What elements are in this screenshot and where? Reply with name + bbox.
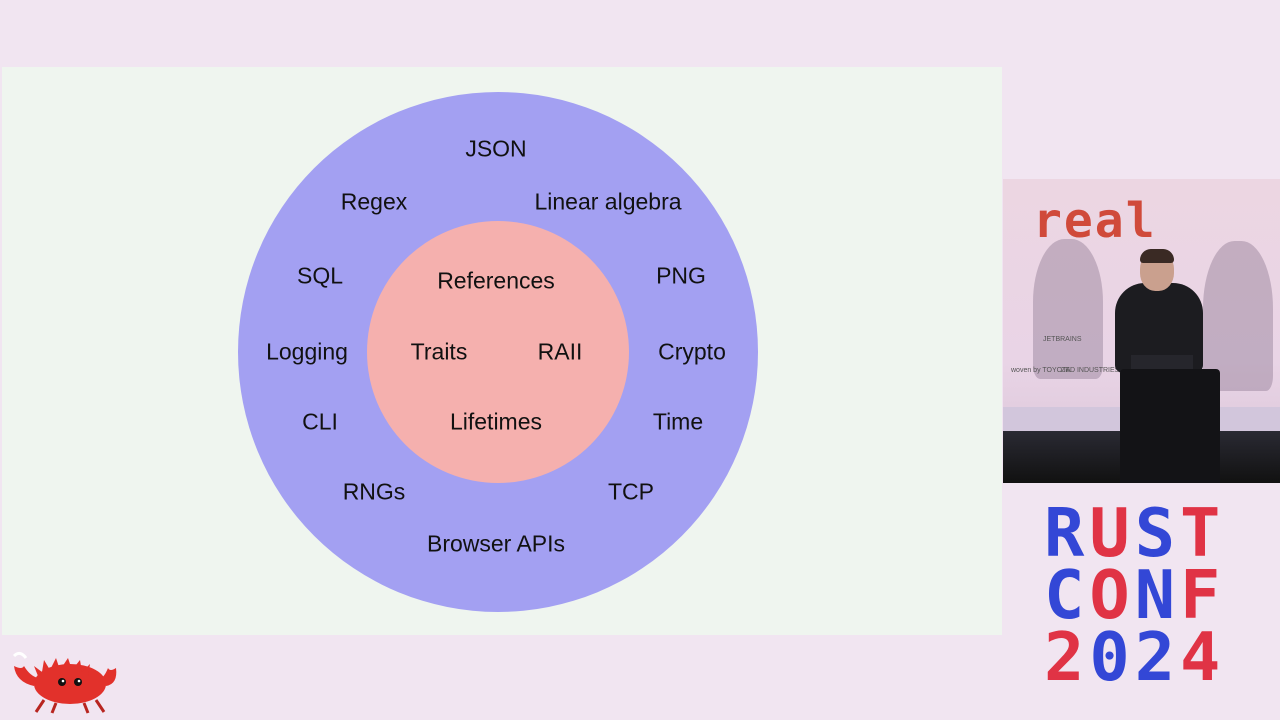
podium (1120, 369, 1220, 483)
label-linear-algebra: Linear algebra (534, 188, 682, 215)
logo-line-conf: CONF (1044, 562, 1244, 629)
label-json: JSON (465, 135, 527, 162)
logo-letter: T (1180, 494, 1226, 572)
logo-line-year: 2024 (1044, 624, 1244, 691)
inner-circle (367, 221, 629, 483)
label-time: Time (652, 408, 704, 435)
label-cli: CLI (302, 408, 338, 435)
ferris-crab-icon (12, 651, 117, 714)
logo-letter: 2 (1134, 618, 1181, 696)
label-regex: Regex (340, 188, 408, 215)
sponsor-woven: woven by TOYOTA (1011, 367, 1071, 374)
label-raii: RAII (537, 338, 583, 365)
label-lifetimes: Lifetimes (449, 408, 543, 435)
backdrop-word: real (1033, 193, 1157, 249)
slide: JSON Regex Linear algebra SQL PNG Loggin… (2, 67, 1002, 635)
label-png: PNG (656, 262, 706, 289)
logo-letter: U (1089, 494, 1135, 572)
rustconf-logo: RUST CONF 2024 (1044, 500, 1244, 691)
label-references: References (437, 267, 555, 294)
logo-letter: 4 (1180, 618, 1226, 696)
logo-letter: N (1134, 556, 1181, 634)
label-logging: Logging (266, 338, 348, 365)
speaker-hair (1140, 249, 1174, 263)
logo-letter: R (1044, 494, 1090, 572)
sponsor-jetbrains: JETBRAINS (1043, 336, 1082, 343)
shadow-left (1033, 239, 1103, 379)
label-sql: SQL (296, 262, 344, 289)
logo-letter: O (1089, 556, 1135, 634)
shadow-right (1203, 241, 1273, 391)
label-rngs: RNGs (342, 478, 406, 505)
logo-letter: S (1134, 494, 1181, 572)
label-browser-apis: Browser APIs (426, 530, 566, 557)
laptop (1131, 355, 1193, 371)
speaker-video: real JETBRAINS woven by TOYOTA ZED INDUS… (1003, 179, 1280, 483)
label-traits: Traits (410, 338, 468, 365)
logo-letter: F (1180, 556, 1226, 634)
logo-letter: C (1044, 556, 1090, 634)
sponsor-zed: ZED INDUSTRIES (1061, 367, 1120, 374)
label-tcp: TCP (608, 478, 654, 505)
label-crypto: Crypto (658, 338, 726, 365)
logo-line-rust: RUST (1044, 500, 1244, 567)
logo-letter: 0 (1089, 618, 1135, 696)
logo-letter: 2 (1044, 618, 1090, 696)
